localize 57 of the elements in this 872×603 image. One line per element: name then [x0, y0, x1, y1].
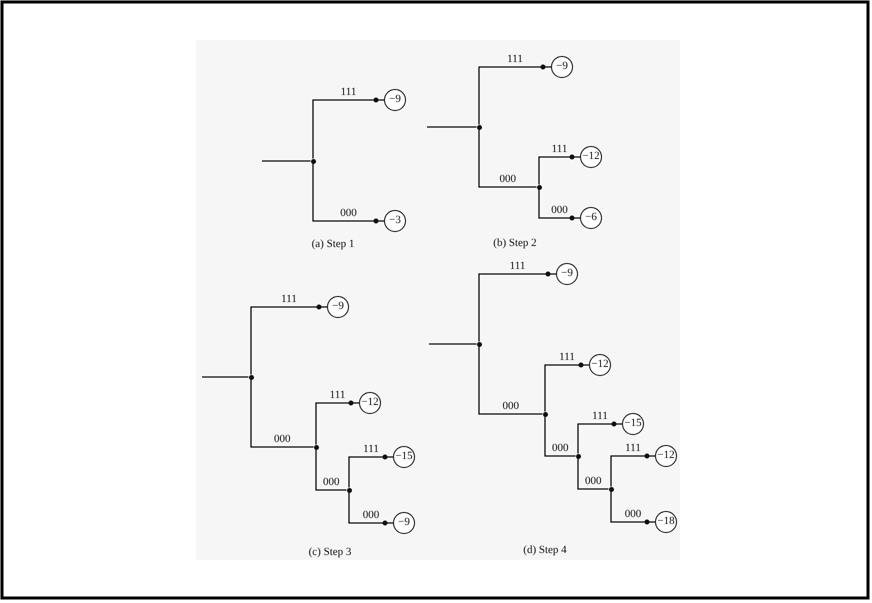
tree-branch: [610, 492, 655, 524]
edge-label: 111: [558, 351, 576, 363]
panel-caption: (a) Step 1: [312, 238, 354, 250]
tree-branch: [577, 422, 622, 454]
edge-label: 000: [339, 207, 358, 219]
tree-branch: [348, 454, 393, 488]
edge-label: 111: [624, 442, 642, 454]
tree-branch: [250, 380, 314, 448]
edge-label: 111: [362, 443, 380, 455]
tree-branch: [538, 190, 580, 220]
branch-dot: [576, 454, 580, 458]
edge-label: 111: [550, 143, 568, 155]
tree-branch: [312, 98, 384, 158]
tree-branch: [250, 304, 327, 374]
edge-label: 000: [584, 475, 602, 487]
branch-dot: [536, 184, 542, 190]
tree-branch: [202, 376, 248, 378]
tree-branch: [538, 154, 580, 184]
tree-branch: [429, 343, 476, 345]
edge-label: 111: [508, 260, 526, 272]
panel-caption: (d) Step 4: [523, 544, 567, 556]
edge-label: 111: [506, 53, 524, 65]
edge-label: 000: [550, 204, 569, 216]
tree-branch: [315, 400, 359, 444]
tree-branch: [478, 346, 542, 415]
tree-branch: [312, 164, 384, 224]
branch-dot: [346, 488, 352, 492]
edge-label: 000: [502, 400, 520, 412]
branch-dot: [314, 444, 318, 450]
tree-branch: [577, 458, 608, 490]
branch-dot: [248, 374, 254, 380]
tree-branch: [478, 272, 556, 342]
edge-label: 000: [624, 508, 642, 520]
edge-label: 111: [591, 410, 609, 422]
tree-branch: [348, 492, 393, 526]
tree-branch: [427, 126, 476, 128]
panel-caption: (b) Step 2: [493, 237, 537, 249]
branch-dot: [608, 486, 614, 492]
tree-branch: [544, 362, 589, 412]
edge-label: 000: [498, 173, 517, 185]
tree-branch: [544, 416, 576, 457]
edge-label: 000: [273, 433, 292, 445]
branch-dot: [476, 124, 482, 130]
edge-label: 111: [280, 293, 298, 305]
edge-label: 111: [328, 389, 346, 401]
tree-branch: [478, 64, 551, 124]
edge-label: 000: [362, 509, 380, 521]
edge-label: 111: [340, 86, 358, 98]
edge-label: 000: [322, 476, 340, 488]
panel-caption: (c) Step 3: [308, 546, 352, 558]
edge-label: 000: [551, 442, 570, 454]
tree-branch: [315, 450, 346, 491]
branch-dot: [310, 158, 316, 164]
tree-branch: [262, 160, 310, 162]
branch-dot: [476, 342, 482, 346]
branch-dot: [542, 412, 548, 416]
tree-branch: [478, 130, 536, 188]
